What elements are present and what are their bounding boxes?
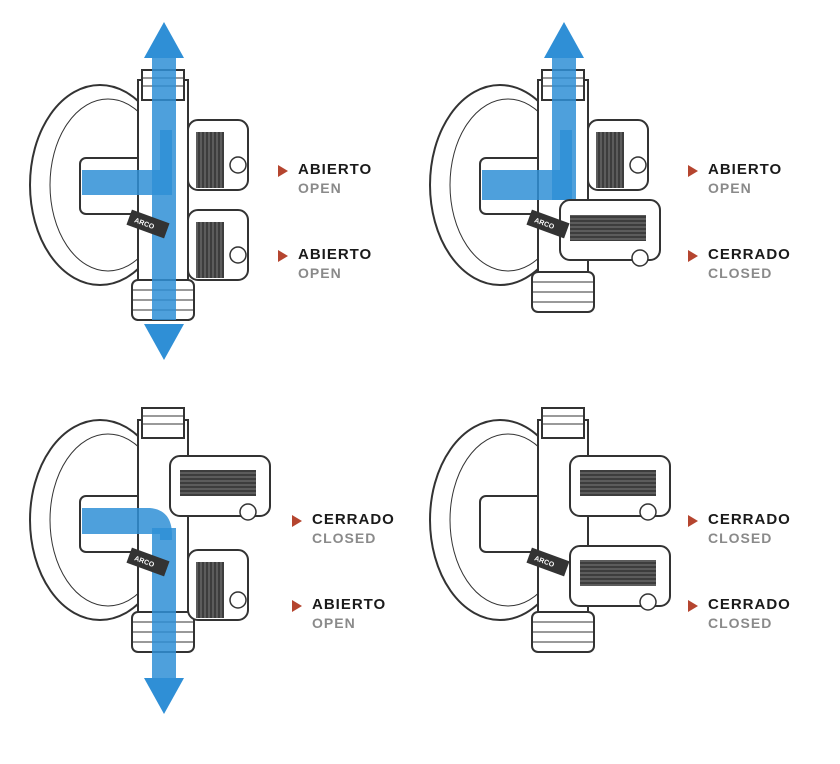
state-en: OPEN [298, 265, 342, 281]
state-es: ABIERTO [312, 596, 387, 613]
flow-arrow-icon [144, 678, 184, 714]
flow-inlet [482, 130, 572, 200]
state-marker-arrow-icon [278, 250, 288, 262]
handle-top-closed [180, 470, 256, 496]
state-marker-arrow-icon [688, 515, 698, 527]
state-en: CLOSED [708, 265, 773, 281]
valve-diagram-open-closed: ARCO [420, 10, 680, 340]
handle-top-open [196, 132, 224, 188]
valve-diagram-both-open: ARCO [20, 10, 280, 370]
state-es: CERRADO [708, 596, 791, 613]
state-marker-arrow-icon [292, 600, 302, 612]
state-marker-arrow-icon [292, 515, 302, 527]
state-marker-arrow-icon [688, 600, 698, 612]
state-marker-arrow-icon [688, 250, 698, 262]
valve-diagram-both-closed: ARCO [420, 400, 680, 700]
flow-path [552, 50, 576, 200]
flow-arrow-icon [144, 22, 184, 58]
valve-diagram-closed-open: ARCO [20, 400, 280, 730]
state-en: OPEN [298, 180, 342, 196]
flow-arrow-icon [144, 324, 184, 360]
state-es: ABIERTO [298, 161, 373, 178]
state-es: CERRADO [312, 511, 395, 528]
handle-top-open [596, 132, 624, 188]
handle-bottom-closed [580, 560, 656, 586]
handle-bottom-open [196, 222, 224, 278]
handle-bottom-open [196, 562, 224, 618]
handle-top-closed [580, 470, 656, 496]
flow-inlet [82, 130, 172, 195]
state-marker-arrow-icon [278, 165, 288, 177]
state-es: ABIERTO [708, 161, 783, 178]
state-en: CLOSED [708, 530, 773, 546]
state-en: CLOSED [312, 530, 377, 546]
state-en: OPEN [312, 615, 356, 631]
flow-arrow-icon [544, 22, 584, 58]
state-es: ABIERTO [298, 246, 373, 263]
state-en: CLOSED [708, 615, 773, 631]
flow-path [152, 50, 176, 320]
state-es: CERRADO [708, 511, 791, 528]
state-marker-arrow-icon [688, 165, 698, 177]
state-en: OPEN [708, 180, 752, 196]
flow-inlet [82, 508, 172, 540]
flow-path [152, 528, 176, 678]
handle-bottom-closed [570, 215, 646, 241]
state-es: CERRADO [708, 246, 791, 263]
